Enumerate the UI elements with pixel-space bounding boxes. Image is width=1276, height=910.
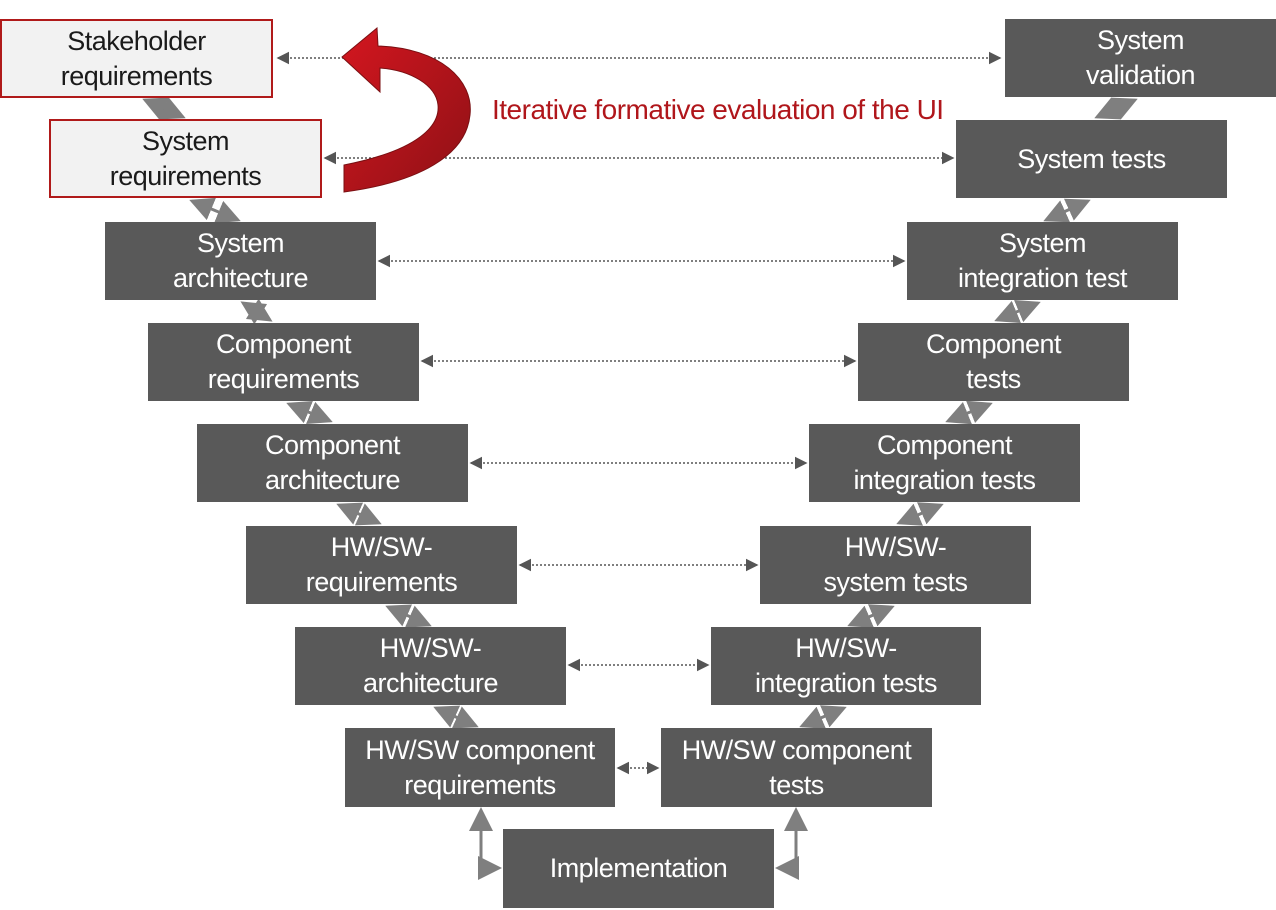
curved-return-arrow-icon	[341, 26, 471, 193]
hwsw-component-tests-box: HW/SW component tests	[661, 728, 932, 807]
system-requirements-box: System requirements	[49, 119, 322, 198]
hwsw-integration-tests-box: HW/SW- integration tests	[711, 627, 981, 705]
left-chain-arrows	[142, 97, 479, 729]
component-requirements-box: Component requirements	[148, 323, 419, 401]
hwsw-architecture-box: HW/SW- architecture	[295, 627, 566, 705]
stakeholder-requirements-box: Stakeholder requirements	[0, 19, 273, 98]
right-chain-arrows	[799, 97, 1138, 729]
hwsw-system-tests-box: HW/SW- system tests	[760, 526, 1031, 604]
system-tests-box: System tests	[956, 120, 1227, 198]
implementation-box: Implementation	[503, 829, 774, 908]
component-architecture-box: Component architecture	[197, 424, 468, 502]
system-validation-box: System validation	[1005, 19, 1276, 97]
hwsw-requirements-box: HW/SW- requirements	[246, 526, 517, 604]
component-integration-tests-box: Component integration tests	[809, 424, 1080, 502]
hwsw-component-requirements-box: HW/SW component requirements	[345, 728, 615, 807]
system-integration-test-box: System integration test	[907, 222, 1178, 300]
iterative-evaluation-caption: Iterative formative evaluation of the UI	[492, 94, 944, 125]
implementation-arrows	[469, 807, 808, 880]
component-tests-box: Component tests	[858, 323, 1129, 401]
system-architecture-box: System architecture	[105, 222, 376, 300]
